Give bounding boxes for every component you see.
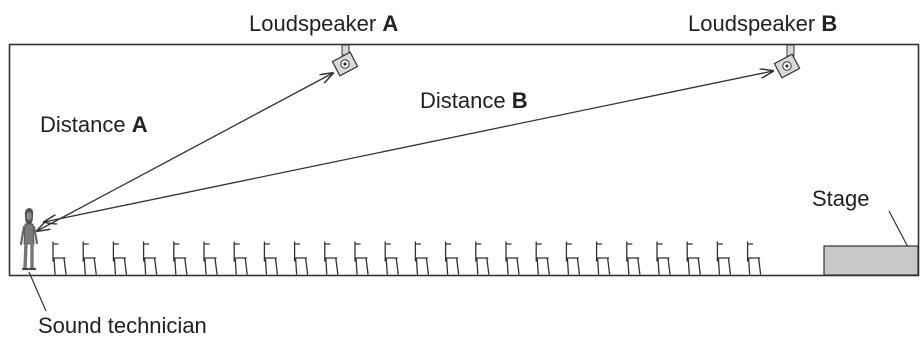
chairs-row [52,241,762,275]
chair [233,241,248,275]
sound-technician-leader [28,271,47,312]
sound-technician-label: Sound technician [38,313,207,338]
chair [263,241,279,275]
chair [656,241,671,275]
chair [505,241,520,275]
loudspeaker-a-label: Loudspeaker A [249,11,398,36]
distance-b-label: Distance B [420,88,528,113]
chair [686,241,701,275]
chair [626,241,641,275]
chair [82,241,97,275]
stage-label: Stage [812,186,870,211]
chair [112,241,128,275]
chair [414,241,430,275]
sound-technician-figure [19,208,39,271]
chair [444,241,460,275]
stage-platform [823,245,919,276]
chair [535,241,550,275]
chair [746,241,762,275]
chair [595,241,611,275]
chair [384,241,399,275]
distance-a-arrow [37,73,333,231]
stage-label-leader [888,210,911,252]
hall-outline [8,43,920,277]
chair [142,241,158,275]
chair [565,241,581,275]
loudspeaker-b [773,44,801,79]
chair [324,241,339,275]
chair [716,241,732,275]
chair [203,241,218,275]
distance-b-arrow [44,71,773,222]
chair [52,241,67,275]
loudspeaker-b-label: Loudspeaker B [688,11,837,36]
chair [354,241,369,275]
loudspeaker-a [331,44,359,77]
distance-a-label: Distance A [40,112,148,137]
chair [475,241,490,275]
chair [173,241,188,275]
chair [293,241,309,275]
